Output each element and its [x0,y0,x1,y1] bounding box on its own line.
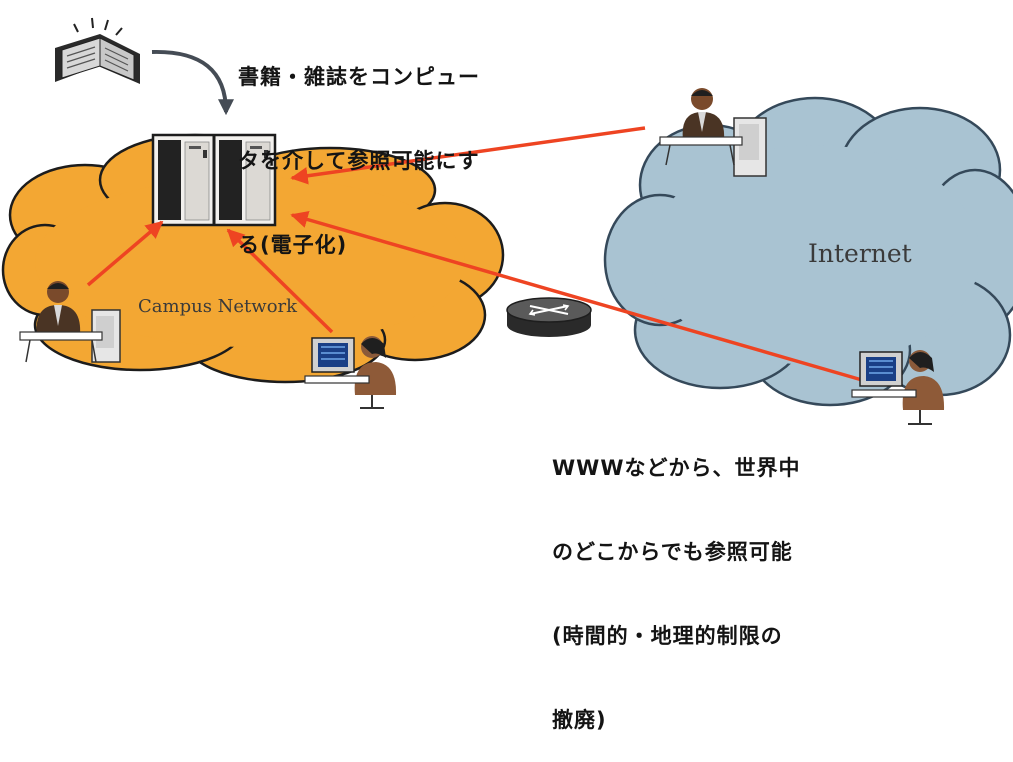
scan-arrow [151,49,234,116]
network-diagram: Campus Network Internet [1,17,1013,425]
arrow-remote-user-to-server [290,210,863,382]
book-icon [55,17,140,84]
internet-user-icon [659,88,767,177]
caption-digitization-line-3: る(電子化) [238,233,348,257]
caption-global-access-line-3: (時間的・地理的制限の [552,624,783,648]
campus-cloud-fill [35,177,465,347]
campus-user-woman-icon [304,336,397,409]
caption-global-access-line-2: のどこからでも参照可能 [552,540,793,564]
arrow-campus-user-left-to-server [86,220,164,287]
router-icon [506,297,592,337]
access-arrows [86,126,863,382]
internet-cloud-fill [650,145,980,365]
caption-digitization: 書籍・雑誌をコンピュー タを介して参照可能にす る(電子化) [238,7,480,287]
caption-global-access: WWWなどから、世界中 のどこからでも参照可能 (時間的・地理的制限の 撤廃) [552,398,801,762]
caption-global-access-line-4: 撤廃) [552,708,607,732]
remote-user-woman-icon [851,350,945,425]
campus-user-man-icon [19,281,121,363]
caption-digitization-line-2: タを介して参照可能にす [238,149,480,173]
caption-digitization-line-1: 書籍・雑誌をコンピュー [238,65,480,89]
server-rack-icon [151,133,277,227]
internet-label: Internet [808,239,912,268]
campus-network-label: Campus Network [138,296,298,317]
caption-global-access-line-1: WWWなどから、世界中 [552,456,801,480]
arrow-campus-user-center-to-server [226,228,334,334]
arrow-internet-user-to-server [290,126,646,185]
